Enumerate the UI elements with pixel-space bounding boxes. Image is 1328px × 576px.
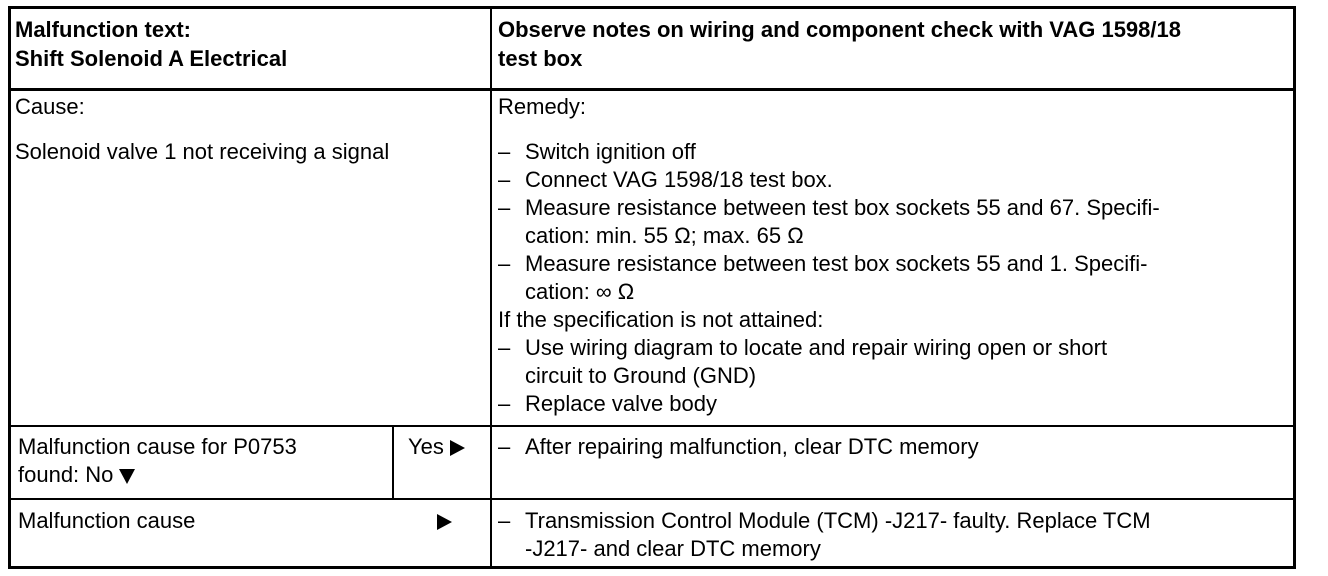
remedy-action-cont: circuit to Ground (GND) [498,362,1293,390]
row2-remedy: – After repairing malfunction, clear DTC… [498,433,979,461]
malfunction-text-label: Malfunction text: [15,17,191,42]
remedy-step: –Measure resistance between test box soc… [498,194,1293,222]
remedy-step-text: Measure resistance between test box sock… [525,251,1148,276]
diagnostic-table: Malfunction text: Shift Solenoid A Elect… [8,6,1296,569]
yes-branch: Yes [408,433,465,461]
malfunction-cause-arrow [431,507,452,535]
dash-marker: – [498,335,511,360]
remedy-condition-text: If the specification is not attained: [498,307,824,332]
remedy-step-text: Switch ignition off [525,139,696,164]
no-label: found: No [18,462,114,487]
row1-divider [11,425,1293,427]
dash-marker: – [498,391,511,416]
right-arrow-icon [437,514,452,531]
remedy-condition: If the specification is not attained: [498,306,1293,334]
remedy-step: –Measure resistance between test box soc… [498,250,1293,278]
dash-marker: – [498,434,511,459]
row3-remedy-cont: -J217- and clear DTC memory [525,536,821,561]
remedy-action-text: Use wiring diagram to locate and repair … [525,335,1108,360]
wiring-notes-heading: Observe notes on wiring and component ch… [498,17,1181,42]
malfunction-question-cont: found: No [18,461,136,489]
remedy-step: –Connect VAG 1598/18 test box. [498,166,1293,194]
cause-label: Cause: [15,94,85,119]
remedy-step-text: Measure resistance between test box sock… [525,195,1160,220]
dash-marker: – [498,251,511,276]
remedy-label: Remedy: [498,94,587,119]
row2-remedy-text: After repairing malfunction, clear DTC m… [525,434,979,459]
dash-marker: – [498,195,511,220]
remedy-step-cont: cation: ∞ Ω [498,278,1293,306]
right-arrow-icon [449,440,465,457]
yes-column-divider [392,425,394,498]
remedy-action-text: circuit to Ground (GND) [525,363,757,388]
remedy-action: –Use wiring diagram to locate and repair… [498,334,1293,362]
remedy-action-text: Replace valve body [525,391,718,416]
dash-marker: – [498,139,511,164]
column-divider [490,9,492,566]
header-divider [11,88,1293,91]
dash-marker: – [498,508,511,533]
remedy-step-text: cation: min. 55 Ω; max. 65 Ω [525,223,804,248]
row3-remedy-text: Transmission Control Module (TCM) -J217-… [525,508,1151,533]
wiring-notes-heading-cont: test box [498,46,583,71]
remedy-step-text: Connect VAG 1598/18 test box. [525,167,833,192]
down-arrow-icon [119,468,136,484]
malfunction-cause-label: Malfunction cause [18,508,196,533]
cause-text: Solenoid valve 1 not receiving a signal [15,139,390,164]
dash-marker: – [498,167,511,192]
remedy-steps: –Switch ignition off –Connect VAG 1598/1… [498,138,1293,418]
row2-divider [11,498,1293,500]
remedy-action: –Replace valve body [498,390,1293,418]
remedy-step-cont: cation: min. 55 Ω; max. 65 Ω [498,222,1293,250]
remedy-step-text: cation: ∞ Ω [525,279,635,304]
row3-remedy: – Transmission Control Module (TCM) -J21… [498,507,1151,535]
malfunction-question: Malfunction cause for P0753 [18,434,297,459]
malfunction-text-value: Shift Solenoid A Electrical [15,46,288,71]
remedy-step: –Switch ignition off [498,138,1293,166]
yes-label: Yes [408,434,444,459]
